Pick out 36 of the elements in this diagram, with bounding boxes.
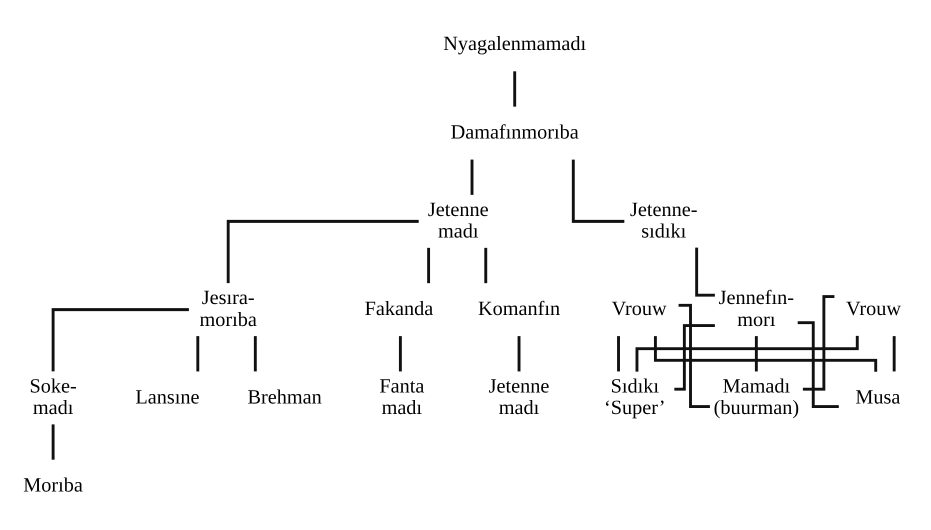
- node-text: Soke- madı: [29, 374, 77, 419]
- connector: [196, 336, 200, 371]
- connector: [572, 159, 624, 222]
- connector: [513, 70, 516, 106]
- connector: [254, 336, 257, 371]
- node-text: Jetenne madı: [488, 374, 550, 419]
- connector: [654, 336, 878, 372]
- node-text: Damafınmorıba: [450, 120, 579, 143]
- node-text: Brehman: [248, 386, 322, 408]
- node-text: Jennefın- morı: [718, 286, 794, 330]
- node-text: Fanta madı: [379, 374, 424, 419]
- connector: [518, 336, 520, 371]
- node-text: Vrouw: [612, 297, 667, 320]
- node-text: Jesıra- morıba: [200, 286, 257, 330]
- connector: [484, 247, 488, 283]
- node-text: Jetenne- sıdıkı: [630, 198, 698, 242]
- node-text: Fakanda: [364, 297, 434, 320]
- node-text: Nyagalenmamadı: [443, 32, 586, 55]
- connector: [754, 336, 758, 371]
- connector: [470, 159, 474, 194]
- connector: [398, 336, 402, 371]
- node-text: Komanfın: [478, 297, 560, 320]
- connector: [52, 308, 189, 371]
- node-text: Jetenne madı: [428, 198, 489, 242]
- node-text: Lansıne: [135, 386, 200, 408]
- node-text: Musa: [855, 386, 900, 408]
- connector: [226, 219, 419, 283]
- connector: [674, 324, 715, 390]
- node-text: Sıdıkı ‘Super’: [604, 374, 666, 419]
- node-text: Morıba: [23, 474, 83, 496]
- connector: [892, 336, 896, 371]
- connector: [427, 247, 430, 283]
- connector: [52, 424, 55, 460]
- node-text: Mamadı (buurman): [714, 374, 800, 419]
- connector: [617, 336, 620, 371]
- node-text: Vrouw: [846, 297, 902, 320]
